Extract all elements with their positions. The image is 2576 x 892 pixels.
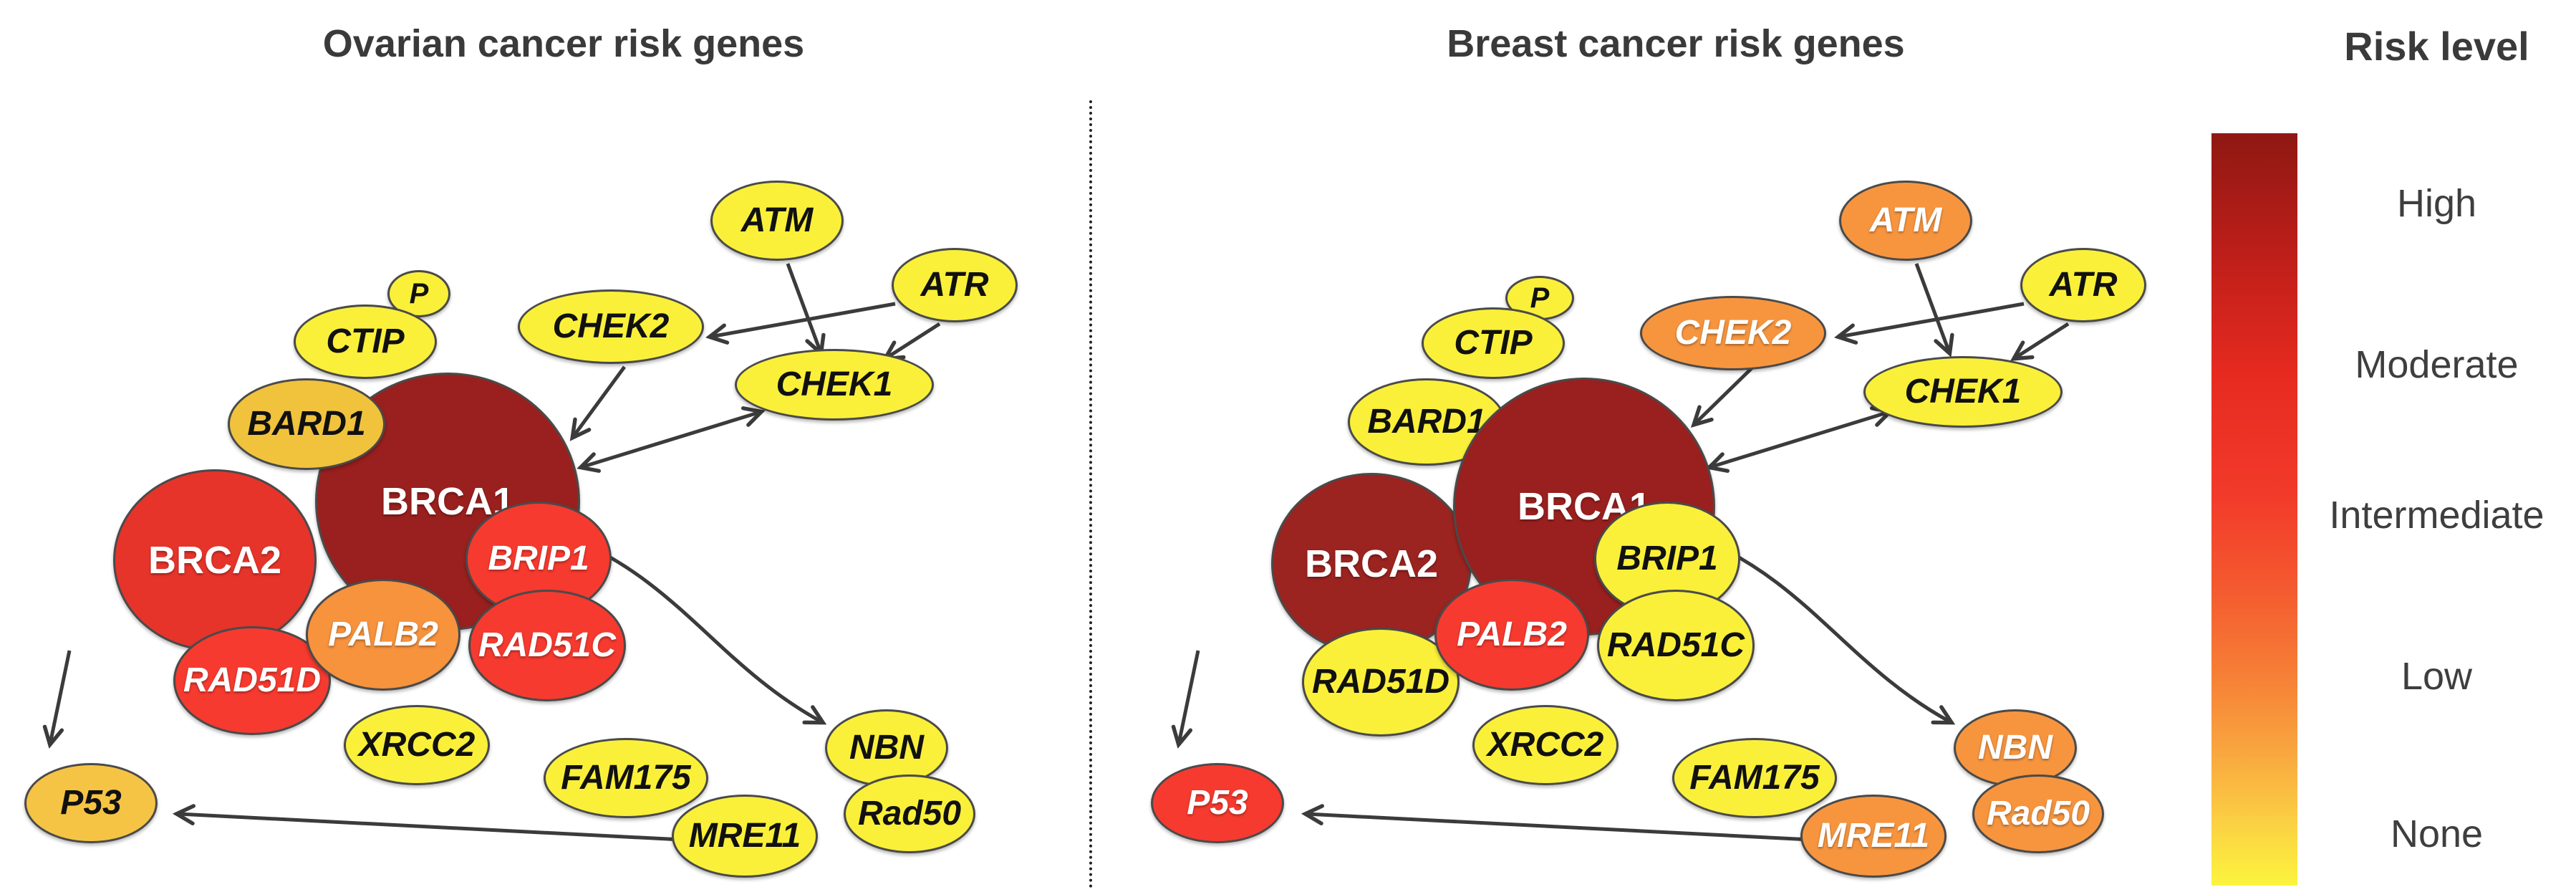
node-left-chek2: CHEK2 xyxy=(518,289,704,364)
node-right-rad51d: RAD51D xyxy=(1302,628,1460,737)
breast-panel-title: Breast cancer risk genes xyxy=(1447,22,1905,65)
node-right-atm: ATM xyxy=(1839,181,1972,261)
risk-level-legend-title: Risk level xyxy=(2344,24,2529,69)
node-left-rad50: Rad50 xyxy=(844,774,975,853)
node-right-fam175: FAM175 xyxy=(1672,738,1837,818)
node-left-chek1: CHEK1 xyxy=(735,349,934,421)
edge-right-brca1-nbn xyxy=(1701,537,1951,722)
node-right-chek1: CHEK1 xyxy=(1863,356,2063,428)
node-left-nbn: NBN xyxy=(825,709,948,787)
legend-label-none: None xyxy=(2390,812,2484,855)
edge-left-chek2-brca1 xyxy=(573,365,627,437)
node-left-fam175: FAM175 xyxy=(544,738,708,818)
edge-left-atr-chek1 xyxy=(886,322,941,358)
node-left-palb2: PALB2 xyxy=(306,579,460,691)
edge-left-brca2-p53 xyxy=(50,650,72,744)
edge-left-mre11-p53 xyxy=(178,814,682,842)
node-left-atr: ATR xyxy=(892,248,1018,322)
legend-label-moderate: Moderate xyxy=(2355,343,2519,386)
edge-right-atm-chek1 xyxy=(1914,263,1949,353)
ovarian-panel-title: Ovarian cancer risk genes xyxy=(322,22,805,65)
edge-left-brca1-chek1 xyxy=(582,412,761,467)
node-left-p: P xyxy=(387,270,450,317)
edge-right-atr-chek1 xyxy=(2015,322,2070,358)
edge-left-atm-chek1 xyxy=(786,263,821,353)
node-right-atr: ATR xyxy=(2020,248,2146,322)
edge-left-atr-chek2 xyxy=(710,302,896,337)
edge-right-chek2-brca1 xyxy=(1694,365,1755,424)
node-left-ctip: CTIP xyxy=(294,304,437,379)
node-right-xrcc2: XRCC2 xyxy=(1472,705,1619,785)
node-right-rad50: Rad50 xyxy=(1972,774,2104,853)
node-right-palb2: PALB2 xyxy=(1434,579,1589,691)
legend-label-high: High xyxy=(2396,182,2477,225)
node-left-brca2: BRCA2 xyxy=(113,469,317,651)
edge-left-brca1-nbn xyxy=(572,537,822,722)
panel-divider-dotted-line xyxy=(1089,100,1092,888)
node-right-p53: P53 xyxy=(1151,763,1284,843)
legend-label-low: Low xyxy=(2401,655,2473,698)
edge-right-brca1-chek1 xyxy=(1710,412,1889,467)
edge-right-mre11-p53 xyxy=(1306,814,1811,842)
node-left-atm: ATM xyxy=(710,181,844,261)
node-right-rad51c: RAD51C xyxy=(1597,590,1755,701)
node-right-ctip: CTIP xyxy=(1422,307,1565,379)
node-left-mre11: MRE11 xyxy=(672,795,818,878)
node-left-rad51d: RAD51D xyxy=(173,626,331,735)
node-left-rad51c: RAD51C xyxy=(468,590,626,701)
node-right-nbn: NBN xyxy=(1954,709,2077,787)
edge-right-atr-chek2 xyxy=(1839,302,2025,337)
legend-label-intermediate: Intermediate xyxy=(2329,494,2544,537)
node-right-chek2: CHEK2 xyxy=(1640,296,1826,370)
node-left-xrcc2: XRCC2 xyxy=(344,705,490,785)
node-right-mre11: MRE11 xyxy=(1800,795,1947,878)
risk-gradient-bar xyxy=(2211,133,2297,886)
node-left-p53: P53 xyxy=(24,763,158,843)
edge-right-brca2-p53 xyxy=(1179,650,1200,744)
node-left-bard1: BARD1 xyxy=(228,378,385,470)
